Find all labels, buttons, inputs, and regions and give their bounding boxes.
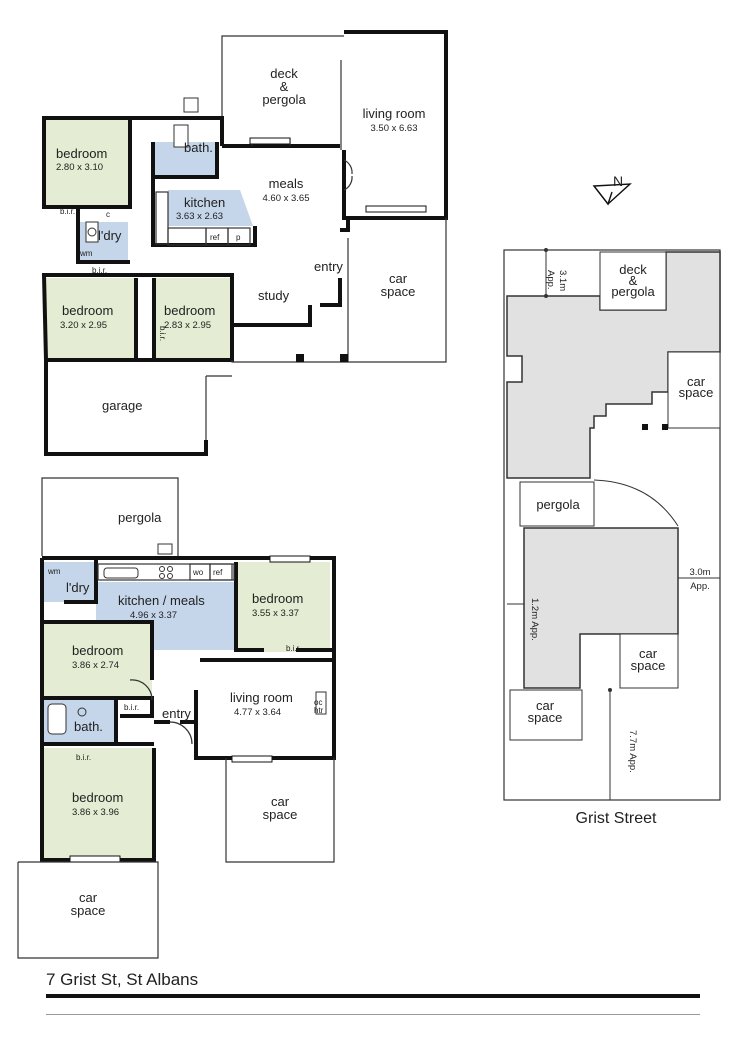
bedroom-2-fill bbox=[46, 278, 136, 358]
kitchen-dimension: 3.63 x 2.63 bbox=[176, 211, 223, 222]
site-deck-label-2: & bbox=[629, 273, 638, 288]
meals-label: meals bbox=[269, 176, 304, 191]
bir-label-3: b.i.r. bbox=[158, 326, 167, 341]
laundry-2-fill bbox=[44, 562, 96, 602]
oc-label: oc bbox=[314, 698, 322, 707]
site-car-label-2a: car bbox=[639, 646, 658, 661]
bedroom-5-fill bbox=[44, 624, 152, 698]
deck-outline bbox=[221, 35, 344, 140]
bedroom-2-label: bedroom bbox=[62, 303, 113, 318]
living-room-label: living room bbox=[363, 106, 426, 121]
footer-rule-thick bbox=[46, 994, 700, 998]
meals-dimension: 4.60 x 3.65 bbox=[262, 193, 309, 204]
cupboard-label: c bbox=[106, 210, 110, 219]
car-space-label-2a: car bbox=[271, 794, 290, 809]
site-car-label-3a: car bbox=[536, 698, 555, 713]
site-dim-right-label-1: 3.0m bbox=[689, 567, 710, 578]
north-label: N bbox=[613, 173, 623, 189]
lower-dwelling-plan bbox=[17, 477, 336, 959]
deck-pergola-label-l2: & bbox=[280, 79, 289, 94]
garage-label: garage bbox=[102, 398, 142, 413]
entry-label-2: entry bbox=[162, 706, 191, 721]
site-car-label-2b: space bbox=[631, 658, 666, 673]
garage-walls bbox=[44, 362, 208, 456]
site-car-label-1a: car bbox=[687, 374, 706, 389]
lower-outer-walls bbox=[42, 556, 336, 660]
bedroom-5-label: bedroom bbox=[72, 643, 123, 658]
bir-label-5: b.i.r. bbox=[124, 703, 139, 712]
study-label: study bbox=[258, 288, 290, 303]
living-room-2-dimension: 4.77 x 3.64 bbox=[234, 707, 281, 718]
bedroom-3-dimension: 2.83 x 2.95 bbox=[164, 320, 211, 331]
wm-label-2: wm bbox=[47, 567, 61, 576]
htr-label: htr bbox=[314, 706, 324, 715]
living-room-dimension: 3.50 x 6.63 bbox=[370, 123, 417, 134]
site-dim-top-label-2: App. bbox=[545, 270, 556, 290]
living-room-2-label: living room bbox=[230, 690, 293, 705]
ref-label: ref bbox=[210, 233, 220, 242]
car-space-label-1b: space bbox=[381, 284, 416, 299]
wm-label: wm bbox=[79, 249, 93, 258]
pergola-outline bbox=[41, 477, 179, 556]
bedroom-2-dimension: 3.20 x 2.95 bbox=[60, 320, 107, 331]
bir-label-2: b.i.r. bbox=[92, 266, 107, 275]
bedroom-4-fill bbox=[236, 562, 330, 652]
bedroom-6-label: bedroom bbox=[72, 790, 123, 805]
bedroom-1-fill bbox=[44, 118, 130, 207]
bir-label-1: b.i.r. bbox=[60, 207, 75, 216]
wo-label: wo bbox=[192, 568, 204, 577]
upper-dwelling-plan bbox=[41, 30, 448, 456]
site-deck-label-3: pergola bbox=[611, 284, 655, 299]
deck-pergola-label-l3: pergola bbox=[262, 92, 306, 107]
site-dim-right-label-2: App. bbox=[690, 581, 710, 592]
street-label: Grist Street bbox=[576, 810, 657, 827]
bedroom-1-dimension: 2.80 x 3.10 bbox=[56, 162, 103, 173]
laundry-label: l'dry bbox=[98, 228, 122, 243]
bedroom-6-fill bbox=[44, 748, 154, 858]
ref-label-2: ref bbox=[213, 568, 223, 577]
site-dim-top-label-1: 3.1m bbox=[557, 270, 568, 291]
bedroom-5-dimension: 3.86 x 2.74 bbox=[72, 660, 119, 671]
bedroom-4-dimension: 3.55 x 3.37 bbox=[252, 608, 299, 619]
bedroom-6-dimension: 3.86 x 3.96 bbox=[72, 807, 119, 818]
site-pergola-label: pergola bbox=[536, 497, 580, 512]
bir-label-6: b.i.r. bbox=[76, 753, 91, 762]
north-arrow-icon bbox=[592, 183, 632, 206]
bedroom-1-label: bedroom bbox=[56, 146, 107, 161]
car-space-label-2b: space bbox=[263, 807, 298, 822]
bath-label: bath. bbox=[184, 140, 213, 155]
bedroom-3-fill bbox=[154, 278, 232, 358]
footer-rule-thin bbox=[46, 1014, 700, 1015]
bedroom-3-label: bedroom bbox=[164, 303, 215, 318]
car-space-label-3a: car bbox=[79, 890, 98, 905]
address-title: 7 Grist St, St Albans bbox=[46, 970, 199, 989]
site-dim-left-label: 1.2m App. bbox=[529, 598, 540, 641]
site-deck-label-1: deck bbox=[619, 262, 647, 277]
site-house-2 bbox=[523, 527, 679, 689]
car-space-label-3b: space bbox=[71, 903, 106, 918]
site-plan bbox=[503, 248, 721, 801]
bath-fill bbox=[153, 142, 217, 177]
bedroom-4-label: bedroom bbox=[252, 591, 303, 606]
site-dim-front-label: 7.7m App. bbox=[627, 730, 638, 773]
deck-pergola-label-l1: deck bbox=[270, 66, 298, 81]
laundry-2-label: l'dry bbox=[66, 580, 90, 595]
bir-label-4: b.i.r. bbox=[286, 644, 301, 653]
kitchen-meals-dimension: 4.96 x 3.37 bbox=[130, 610, 177, 621]
pergola-label: pergola bbox=[118, 510, 162, 525]
kitchen-fill bbox=[168, 190, 253, 226]
car-space-label-1a: car bbox=[389, 271, 408, 286]
site-car-label-1b: space bbox=[679, 385, 714, 400]
entry-label: entry bbox=[314, 259, 343, 274]
kitchen-meals-label: kitchen / meals bbox=[118, 593, 205, 608]
kitchen-meals-fill bbox=[96, 582, 236, 650]
site-car-label-3b: space bbox=[528, 710, 563, 725]
bath-2-label: bath. bbox=[74, 719, 103, 734]
kitchen-label: kitchen bbox=[184, 195, 225, 210]
pantry-label: p bbox=[236, 233, 241, 242]
